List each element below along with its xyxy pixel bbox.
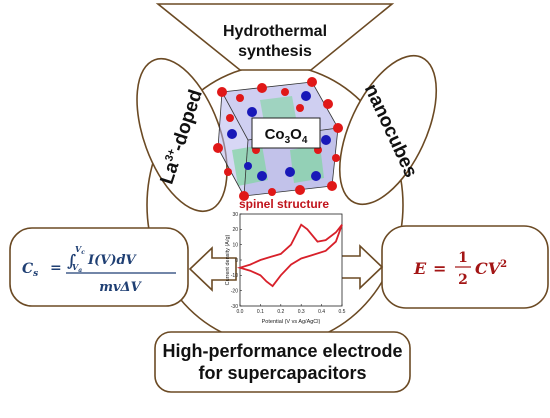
structure-caption: spinel structure xyxy=(239,197,329,211)
svg-text:Cs: Cs xyxy=(22,261,38,279)
x-tick-label: 0.1 xyxy=(257,309,264,315)
right-ellipse xyxy=(338,54,438,206)
cv-curve xyxy=(236,223,343,288)
crystal-label-box xyxy=(251,117,321,149)
x-tick-label: 0.5 xyxy=(339,309,346,315)
svg-text:Vc: Vc xyxy=(75,244,85,256)
y-tick-label: -10 xyxy=(231,273,238,279)
top-label-line-1: Hydrothermal xyxy=(222,23,328,40)
energy-equation: E = 1 2 CV2 xyxy=(413,250,507,288)
bottom-box xyxy=(154,331,411,393)
svg-text:Va: Va xyxy=(72,262,82,274)
left-ellipse xyxy=(136,57,228,213)
bottom-label-line-1: High-performance electrode xyxy=(162,341,403,361)
y-tick-label: 10 xyxy=(232,242,238,248)
left-arrow xyxy=(188,246,237,292)
x-tick-label: 0.0 xyxy=(237,309,244,315)
x-tick-label: 0.2 xyxy=(277,309,284,315)
left-equation-box xyxy=(9,227,189,307)
y-tick-label: -20 xyxy=(231,288,238,294)
top-trapezoid xyxy=(155,3,395,71)
y-tick-label: -30 xyxy=(231,304,238,310)
bottom-label-line-2: for supercapacitors xyxy=(198,363,367,383)
svg-text:=: = xyxy=(50,260,62,276)
x-tick-label: 0.4 xyxy=(318,309,325,315)
svg-text:mvΔV: mvΔV xyxy=(99,280,142,295)
svg-text:E: E xyxy=(413,259,427,278)
plot-frame xyxy=(239,213,343,307)
cv-plot: 0.0 0.1 0.2 0.3 0.4 0.5 30 20 10 0 -10 -20 -30 Curre… xyxy=(225,212,346,325)
crystal-formula: Co3O4 xyxy=(265,126,308,146)
x-axis-label: Potential (V vs Ag/AgCl) xyxy=(262,319,321,325)
svg-text:∫: ∫ xyxy=(67,251,76,270)
y-tick-label: 20 xyxy=(232,227,238,233)
top-label: Hydrothermal synthesis xyxy=(200,22,350,62)
y-tick-label: 0 xyxy=(235,258,238,264)
svg-text:I(V)dV: I(V)dV xyxy=(87,253,138,268)
top-label-line-2: synthesis xyxy=(238,43,312,60)
svg-text:CV2: CV2 xyxy=(475,259,507,278)
bottom-label: High-performance electrode for supercapa… xyxy=(155,332,410,392)
x-tick-label: 0.3 xyxy=(298,309,305,315)
svg-text:2: 2 xyxy=(458,272,468,288)
capacitance-equation: Cs = ∫ Vc Va I(V)dV mvΔV xyxy=(22,244,176,295)
y-axis-label: Current density (A/g) xyxy=(225,234,231,285)
right-arrow xyxy=(339,244,384,290)
y-tick-label: 30 xyxy=(232,212,238,218)
svg-text:1: 1 xyxy=(458,250,468,266)
svg-text:=: = xyxy=(433,259,446,278)
